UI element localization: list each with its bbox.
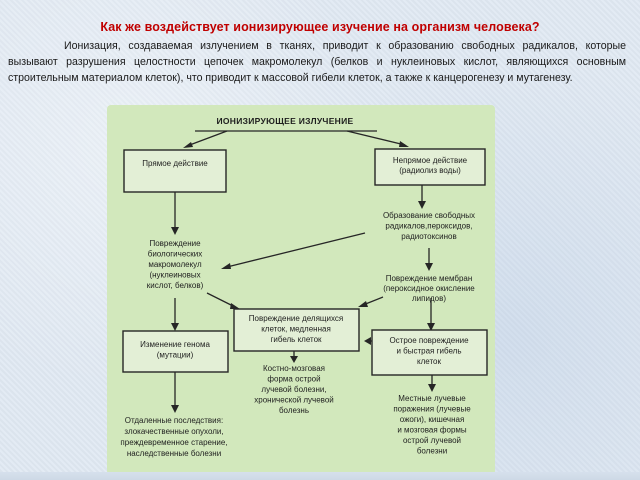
page-heading: Как же воздействует ионизирующее изучени… [100, 20, 540, 34]
text-line: гибель клеток [270, 335, 322, 344]
arrowhead [171, 227, 179, 235]
text-line: наследственные болезни [127, 449, 221, 458]
text-line: Отдаленные последствия: [125, 416, 223, 425]
text-line: Острое повреждение [389, 336, 469, 345]
text-line: липидов) [412, 294, 446, 303]
text-line: радиотоксинов [401, 232, 457, 241]
free-radicals-label: Образование свободных радикалов,пероксидо… [383, 211, 475, 241]
arrowhead [425, 263, 433, 271]
text-line: лучевой болезни, [261, 385, 326, 394]
text-line: Непрямое действие [393, 156, 468, 165]
text-line: форма острой [267, 375, 320, 384]
box-acute-damage [371, 329, 488, 376]
arrowhead [290, 356, 298, 363]
direct-action-label: Прямое действие [142, 159, 208, 168]
text-line: макромолекул [148, 260, 202, 269]
text-line: Повреждение мембран [386, 274, 473, 283]
arrow-macro-to-dividing [206, 292, 236, 308]
text-line: Местные лучевые [398, 394, 466, 403]
text-line: Повреждение делящихся [249, 314, 343, 323]
arrowhead [230, 303, 240, 309]
text-line: и мозговая формы [397, 426, 467, 435]
arrowhead [418, 201, 426, 209]
text-line: и быстрая гибель [396, 347, 461, 356]
arrowhead [364, 337, 371, 345]
arrowhead [171, 405, 179, 413]
arrow-title-to-direct [186, 130, 228, 147]
indirect-action-label: Непрямое действие(радиолиз воды) [393, 156, 468, 175]
box-genome-change [122, 330, 229, 373]
genome-change-label: Изменение генома (мутации) [140, 340, 210, 360]
text-line: (пероксидное окисление [383, 284, 475, 293]
arrowhead [399, 141, 409, 147]
text-line: клеток, медленная [261, 325, 331, 334]
text-line: (радиолиз воды) [399, 166, 461, 175]
text-line: клеток [417, 357, 441, 366]
text-line: (мутации) [157, 351, 194, 360]
text-line: Изменение генома [140, 340, 210, 349]
box-direct-action [123, 149, 227, 193]
arrowhead [221, 263, 231, 269]
text-line: (нуклеиновых [149, 271, 200, 280]
arrowhead [428, 384, 436, 392]
flowchart: ИОНИЗИРУЮЩЕЕ ИЗЛУЧЕНИЕ [120, 116, 488, 458]
radiation-effects-diagram: ИОНИЗИРУЮЩЕЕ ИЗЛУЧЕНИЕ [107, 105, 495, 475]
arrowhead [358, 301, 368, 307]
text-line: болезни [417, 447, 447, 456]
text-line: болезнь [279, 406, 309, 415]
arrowhead [171, 323, 179, 331]
text-line: злокачественные опухоли, [124, 427, 223, 436]
intro-paragraph: Ионизация, создаваемая излучением в ткан… [8, 40, 626, 84]
arrows [171, 130, 436, 413]
arrow-title-to-indirect [346, 130, 406, 146]
bottom-strip [0, 472, 640, 480]
text-line: Костно-мозговая [263, 364, 325, 373]
text-line: Повреждение [149, 239, 201, 248]
text-line: хронической лучевой [254, 396, 334, 405]
text-line: кислот, белков) [147, 281, 204, 290]
text-line: радикалов,пероксидов, [385, 222, 472, 231]
diagram-title: ИОНИЗИРУЮЩЕЕ ИЗЛУЧЕНИЕ [216, 116, 353, 126]
arrow-radicals-to-macro [226, 232, 366, 268]
text-line: Образование свободных [383, 211, 475, 220]
text-line: поражения (лучевые [393, 405, 471, 414]
box-dividing-cells [233, 308, 360, 352]
box-indirect-action [374, 148, 486, 186]
arrowhead [183, 142, 193, 148]
text-line: преждевременное старение, [120, 438, 227, 447]
text-line: острой лучевой [403, 436, 461, 445]
arrowhead [427, 323, 435, 331]
text-line: биологических [148, 250, 203, 259]
text-line: Прямое действие [142, 159, 208, 168]
text-line: ожоги), кишечная [400, 415, 465, 424]
membrane-damage-label: Повреждение мембран(пероксидное окислени… [383, 274, 475, 303]
late-effects-label: Отдаленные последствия: злокачественные о… [120, 416, 227, 458]
